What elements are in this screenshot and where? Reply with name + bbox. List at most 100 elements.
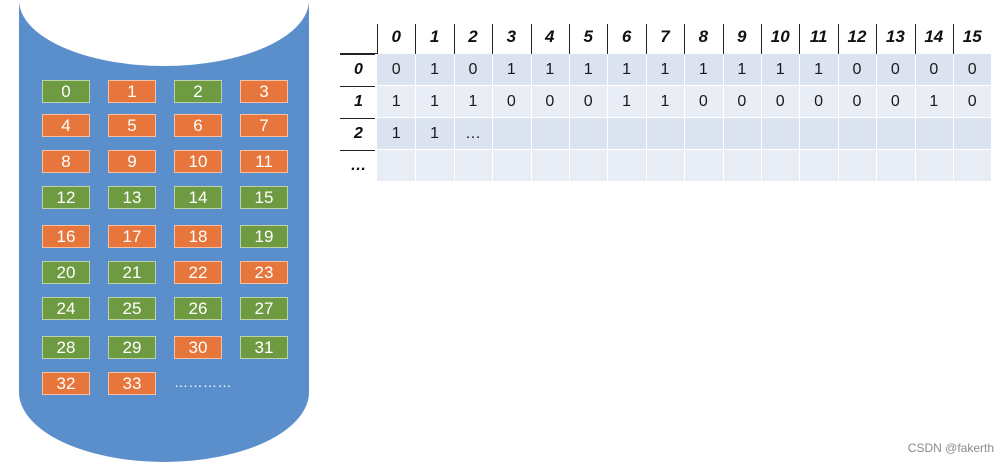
bitmap-cell-divider xyxy=(415,118,417,149)
bitmap-cell-divider xyxy=(722,118,724,149)
bitmap-cell: 0 xyxy=(468,61,478,78)
bitmap-cell: 1 xyxy=(660,93,670,110)
bitmap-col-header: 8 xyxy=(698,27,709,46)
bitmap-col-header: 13 xyxy=(885,27,905,46)
bitmap-col-header: 0 xyxy=(391,27,401,46)
bitmap-cell-divider xyxy=(914,118,916,149)
bitmap-cell: 0 xyxy=(506,93,516,110)
cylinder-cell-29: 29 xyxy=(108,336,156,359)
bitmap-header-divider xyxy=(953,24,954,54)
bitmap-cell: 0 xyxy=(545,93,555,110)
bitmap-cell: 1 xyxy=(737,61,747,78)
bitmap-header-divider xyxy=(914,24,916,54)
bitmap-cell: 0 xyxy=(967,93,977,110)
bitmap-cell-divider xyxy=(607,118,609,149)
bitmap-cell: 1 xyxy=(391,125,401,142)
bitmap-cell-divider xyxy=(953,86,954,117)
bitmap-cell: 1 xyxy=(622,93,632,110)
bitmap-row-separator xyxy=(340,118,375,119)
bitmap-cell: 0 xyxy=(737,93,747,110)
bitmap-col-header: 2 xyxy=(468,27,478,46)
bitmap-cell-divider xyxy=(953,150,954,181)
cylinder-cell-12: 12 xyxy=(42,186,90,209)
bitmap-cell-divider xyxy=(837,54,839,85)
bitmap-cell-divider xyxy=(914,54,916,85)
bitmap-header-divider xyxy=(761,24,762,54)
bitmap-cell: 0 xyxy=(890,61,900,78)
cylinder-cell-7: 7 xyxy=(240,114,288,137)
bitmap-header-divider xyxy=(377,24,378,54)
bitmap-cell: 0 xyxy=(391,61,401,78)
cylinder-cell-24: 24 xyxy=(42,297,90,320)
bitmap-cell: 1 xyxy=(660,61,670,78)
cylinder-cell-31: 31 xyxy=(240,336,288,359)
bitmap-cell-divider xyxy=(645,54,647,85)
bitmap-cell: 0 xyxy=(929,61,939,78)
bitmap-col-header: 10 xyxy=(770,27,790,46)
bitmap-cell: 1 xyxy=(814,61,824,78)
bitmap-header-divider xyxy=(722,24,724,54)
bitmap-cell-divider xyxy=(876,118,878,149)
cylinder-cell-0: 0 xyxy=(42,80,90,103)
bitmap-col-header: 15 xyxy=(962,27,982,46)
cylinder-cell-30: 30 xyxy=(174,336,222,359)
bitmap-col-header: 12 xyxy=(847,27,867,46)
bitmap-col-header: 7 xyxy=(660,27,670,46)
bitmap-cell: 0 xyxy=(852,93,862,110)
bitmap-header-divider xyxy=(876,24,878,54)
bitmap-cell-divider xyxy=(684,86,686,117)
cylinder-cell-18: 18 xyxy=(174,225,222,248)
cylinder-cell-8: 8 xyxy=(42,150,90,173)
bitmap-cell-divider xyxy=(761,86,762,117)
cylinder-cell-4: 4 xyxy=(42,114,90,137)
bitmap-cell-divider xyxy=(492,54,494,85)
cylinder-cell-25: 25 xyxy=(108,297,156,320)
bitmap-header-divider xyxy=(645,24,647,54)
bitmap-cell-divider xyxy=(453,150,455,181)
bitmap-cell: 1 xyxy=(506,61,516,78)
bitmap-cell: 0 xyxy=(814,93,824,110)
bitmap-cell-divider xyxy=(914,150,916,181)
bitmap-cell-divider xyxy=(415,86,417,117)
bitmap-cell-divider xyxy=(914,86,916,117)
cylinder-ellipsis: ………… xyxy=(174,374,232,390)
bitmap-header-divider xyxy=(837,24,839,54)
bitmap-cell-divider xyxy=(492,118,494,149)
bitmap-cell-divider xyxy=(722,86,724,117)
cylinder-cell-2: 2 xyxy=(174,80,222,103)
cylinder-shape xyxy=(19,0,309,462)
bitmap-col-header: 3 xyxy=(506,27,517,46)
bitmap-cell-divider xyxy=(645,86,647,117)
cylinder-cell-33: 33 xyxy=(108,372,156,395)
bitmap-cell-divider xyxy=(569,54,570,85)
bitmap-cell-divider xyxy=(415,150,417,181)
bitmap-cell: 1 xyxy=(430,125,440,142)
bitmap-cell-divider xyxy=(530,150,532,181)
bitmap-cell: 0 xyxy=(890,93,900,110)
cylinder-cell-1: 1 xyxy=(108,80,156,103)
bitmap-cell: 0 xyxy=(967,61,977,78)
bitmap-header-divider xyxy=(607,24,609,54)
bitmap-header-divider xyxy=(415,24,417,54)
bitmap-col-header: 5 xyxy=(583,27,593,46)
cylinder-cell-17: 17 xyxy=(108,225,156,248)
bitmap-cell: 1 xyxy=(775,61,785,78)
cylinder-cell-13: 13 xyxy=(108,186,156,209)
bitmap-label-divider xyxy=(376,54,377,182)
bitmap-col-header: 11 xyxy=(809,27,828,46)
bitmap-cell: 0 xyxy=(852,61,862,78)
bitmap-cell: 1 xyxy=(391,93,401,110)
cylinder-cell-6: 6 xyxy=(174,114,222,137)
bitmap-header-divider xyxy=(453,24,455,54)
cylinder-cell-26: 26 xyxy=(174,297,222,320)
bitmap-col-header: 6 xyxy=(621,27,632,46)
bitmap-cell: 0 xyxy=(583,93,593,110)
bitmap-header-divider xyxy=(684,24,686,54)
bitmap-cell-divider xyxy=(684,150,686,181)
bitmap-cell: 1 xyxy=(622,61,632,78)
bitmap-cell-divider xyxy=(837,150,839,181)
bitmap-cell-divider xyxy=(876,86,878,117)
bitmap-cell: 0 xyxy=(775,93,785,110)
bitmap-cell-divider xyxy=(607,54,609,85)
